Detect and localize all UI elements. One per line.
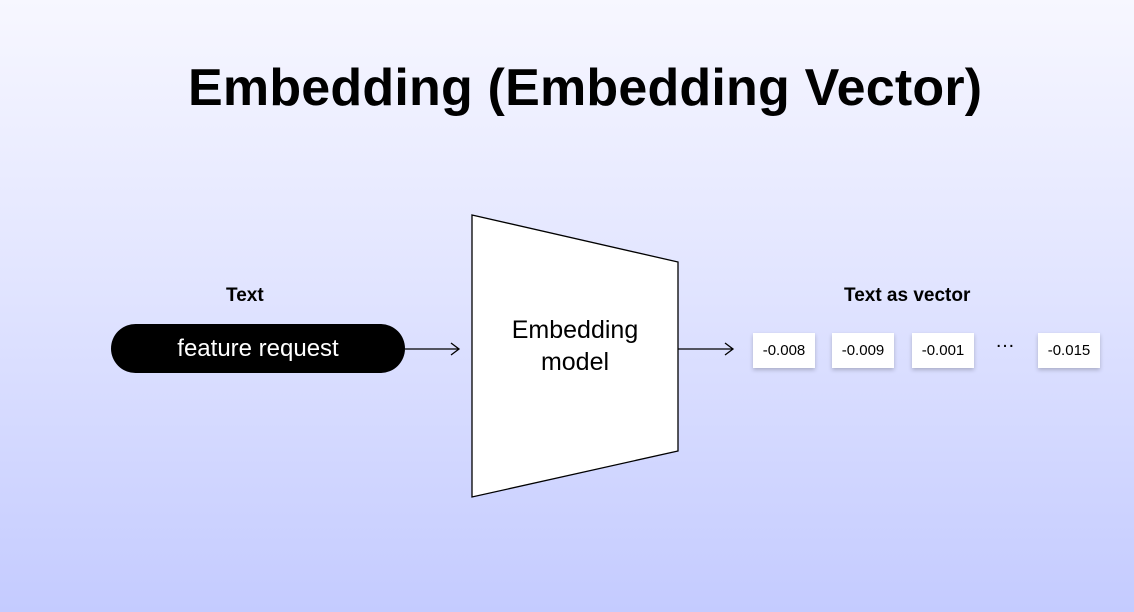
embedding-model-label: Embedding model [472,314,678,378]
output-label: Text as vector [844,285,971,306]
vector-cell: -0.008 [753,333,815,368]
model-label-line2: model [540,348,610,376]
input-label: Text [226,285,264,306]
vector-cell: -0.001 [912,333,974,368]
arrow-to-model [405,342,461,356]
vector-ellipsis: … [995,330,1017,352]
page-title: Embedding (Embedding Vector) [188,59,983,117]
vector-cell: -0.015 [1038,333,1100,368]
input-text-pill: feature request [111,324,405,373]
vector-cell: -0.009 [832,333,894,368]
embedding-model-block [471,214,679,498]
model-label-line1: Embedding [511,316,639,344]
arrow-to-vector [678,342,735,356]
